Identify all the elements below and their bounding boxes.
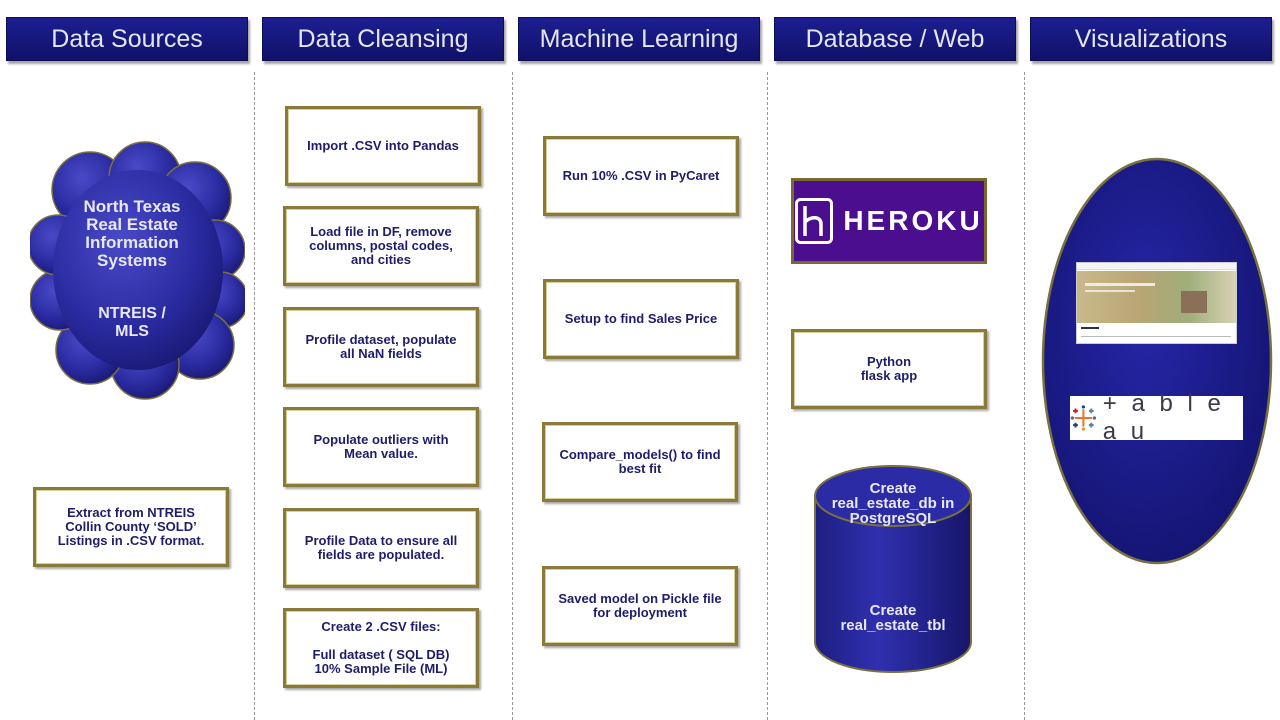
header-database-web: Database / Web [774,17,1016,61]
cloud-title: North Texas Real Estate Information Syst… [83,197,181,270]
heroku-icon [795,198,834,244]
header-data-sources: Data Sources [6,17,248,61]
column-divider [1024,72,1025,720]
data-source-cloud [30,141,245,400]
column-divider [512,72,513,720]
cleansing-step-1: Import .CSV into Pandas [285,106,481,186]
table-create-text: Create real_estate_tbl [840,602,946,634]
cleansing-step-6: Create 2 .CSV files: Full dataset ( SQL … [283,608,479,688]
heroku-wordmark: HEROKU [843,205,983,236]
column-divider [767,72,768,720]
ml-step-3: Compare_models() to find best fit [542,422,738,502]
ml-step-1: Run 10% .CSV in PyCaret [543,136,739,216]
cleansing-step-5: Profile Data to ensure all fields are po… [283,508,479,588]
tableau-icon [1070,405,1096,431]
flask-app-box: Python flask app [791,329,987,409]
header-machine-learning: Machine Learning [518,17,760,61]
cleansing-step-3: Profile dataset, populate all NaN fields [283,307,479,387]
cleansing-step-4: Populate outliers with Mean value. [283,407,479,487]
cleansing-step-2: Load file in DF, remove columns, postal … [283,206,479,286]
column-divider [254,72,255,720]
header-data-cleansing: Data Cleansing [262,17,504,61]
tableau-wordmark: + a b l e a u [1102,390,1225,445]
heroku-logo: HEROKU [791,178,987,264]
visualizations-ellipse [1041,157,1273,565]
web-dashboard-thumbnail [1076,262,1237,344]
extract-box: Extract from NTREIS Collin County ‘SOLD’… [33,487,229,567]
ml-step-4: Saved model on Pickle file for deploymen… [542,566,738,646]
cloud-subtitle: NTREIS / MLS [98,305,166,340]
db-create-text: Create real_estate_db in PostgreSQL [831,480,955,527]
header-visualizations: Visualizations [1030,17,1272,61]
tableau-logo: + a b l e a u [1070,390,1243,445]
ml-step-2: Setup to find Sales Price [543,279,739,359]
database-cylinder [814,465,972,673]
